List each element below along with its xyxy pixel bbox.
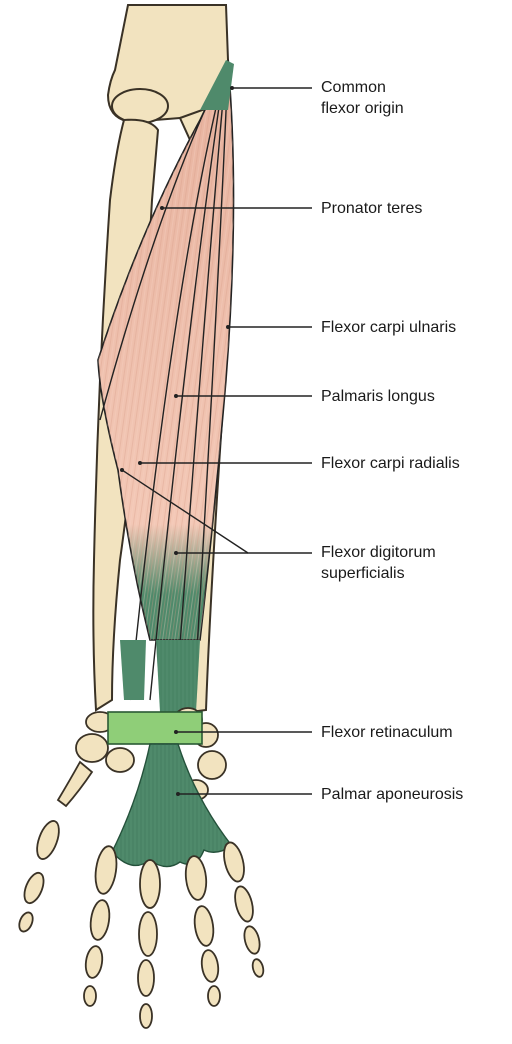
retinaculum-band: [108, 712, 202, 744]
label-flexor-carpi-radialis: Flexor carpi radialis: [321, 453, 460, 474]
label-pronator-teres: Pronator teres: [321, 198, 422, 219]
label-text: Palmaris longus: [321, 388, 435, 405]
wrist-tendons: [120, 640, 200, 712]
label-text: Flexor carpi ulnaris: [321, 319, 456, 336]
label-text: flexor origin: [321, 98, 404, 119]
label-text: Flexor digitorum: [321, 542, 436, 563]
label-text: Pronator teres: [321, 200, 422, 217]
label-text: Common: [321, 77, 404, 98]
label-palmaris-longus: Palmaris longus: [321, 386, 435, 407]
label-common-flexor-origin: Common flexor origin: [321, 77, 404, 119]
label-text: Palmar aponeurosis: [321, 786, 463, 803]
label-text: Flexor carpi radialis: [321, 455, 460, 472]
label-flexor-retinaculum: Flexor retinaculum: [321, 722, 453, 743]
label-text: Flexor retinaculum: [321, 724, 453, 741]
label-flexor-carpi-ulnaris: Flexor carpi ulnaris: [321, 317, 456, 338]
label-text: superficialis: [321, 563, 436, 584]
label-flexor-digitorum-superficialis: Flexor digitorum superficialis: [321, 542, 436, 584]
label-palmar-aponeurosis: Palmar aponeurosis: [321, 784, 463, 805]
